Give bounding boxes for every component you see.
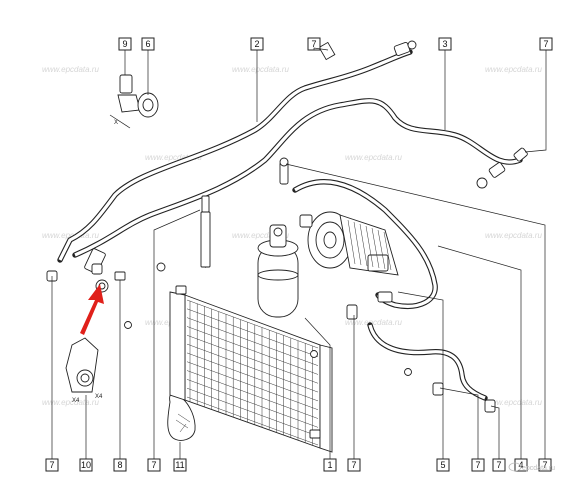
- pipe-lower-hose: [367, 322, 488, 401]
- compressor-rib: [365, 225, 374, 268]
- condenser-fin: [186, 396, 319, 446]
- callout-b1: 1: [323, 458, 337, 472]
- leader-b7b: [153, 209, 201, 459]
- condenser-fin: [186, 352, 319, 402]
- callout-c6: 6: [141, 37, 155, 51]
- condenser-fins: [186, 299, 319, 446]
- callout-label: 7: [151, 460, 156, 470]
- callout-label: 11: [175, 460, 184, 470]
- callout-b10: 10: [79, 458, 93, 472]
- compressor-rib: [377, 229, 386, 270]
- pressure-switch-detail: X: [109, 74, 159, 129]
- condenser-fin: [186, 370, 319, 419]
- compressor-rib: [371, 227, 380, 269]
- callout-label: 7: [351, 460, 356, 470]
- watermark: www.epcdata.ru: [345, 153, 402, 162]
- pipe-high-pressure-line: [57, 49, 413, 263]
- x4-right-tag: X4: [95, 394, 103, 400]
- callout-b7c: 7: [347, 458, 361, 472]
- condenser-fin: [186, 326, 319, 375]
- x-mark: X: [114, 120, 118, 126]
- callout-label: 5: [440, 460, 445, 470]
- condenser: [169, 285, 333, 453]
- watermark: www.epcdata.ru: [145, 153, 202, 162]
- callout-label: 7: [542, 460, 547, 470]
- compressor-rib: [347, 219, 356, 265]
- leader-b7d: [439, 387, 479, 459]
- callout-b7e: 7: [492, 458, 506, 472]
- watermark: www.epcdata.ru: [42, 65, 99, 74]
- callout-b8: 8: [113, 458, 127, 472]
- leader-c7b: [524, 50, 547, 153]
- callout-label: 2: [254, 39, 259, 49]
- pipe-low-pressure-line: [72, 98, 523, 258]
- watermark: www.epcdata.ru: [485, 398, 542, 407]
- compressor-ribs: [347, 219, 392, 271]
- left-fitting-cluster: [84, 248, 126, 293]
- callout-label: 7: [475, 460, 480, 470]
- callout-label: 7: [543, 39, 548, 49]
- callout-c9: 9: [118, 37, 132, 51]
- callout-label: 6: [145, 39, 150, 49]
- callout-label: 1: [327, 460, 332, 470]
- callout-b11: 11: [173, 458, 187, 472]
- watermark: www.epcdata.ru: [345, 318, 402, 327]
- callout-b7d: 7: [471, 458, 485, 472]
- compressor-rib: [383, 231, 392, 271]
- corner-logo: epcdata.ru: [508, 462, 555, 472]
- watermark: www.epcdata.ru: [42, 398, 99, 407]
- callout-label: 10: [81, 460, 91, 470]
- compressor-rib: [359, 223, 368, 267]
- condenser-fin: [186, 379, 319, 428]
- leader-c7a: [313, 47, 329, 51]
- callout-b7b: 7: [147, 458, 161, 472]
- bolt-group: [46, 195, 496, 413]
- callout-c2: 2: [250, 37, 264, 51]
- callout-label: 8: [117, 460, 122, 470]
- callout-label: 4: [518, 460, 523, 470]
- callout-label: 9: [122, 39, 127, 49]
- leader-b5: [397, 291, 444, 459]
- leader-b4: [437, 245, 522, 459]
- watermark: www.epcdata.ru: [485, 65, 542, 74]
- leader-lines: [51, 47, 547, 459]
- watermark: www.epcdata.ru: [485, 231, 542, 240]
- leader-b7e: [490, 405, 500, 459]
- ac-compressor: [299, 211, 399, 303]
- clip-markers: [124, 262, 412, 376]
- condenser-fin: [186, 308, 319, 358]
- pipe-compressor-hose: [292, 179, 438, 309]
- x4-left-tag: X4: [72, 398, 80, 404]
- condenser-fin: [186, 343, 319, 393]
- callout-b4: 4: [514, 458, 528, 472]
- condenser-fin: [186, 335, 319, 384]
- watermark: www.epcdata.ru: [232, 231, 289, 240]
- leader-b1: [304, 317, 331, 459]
- corner-mark: epcdata.ru: [522, 465, 555, 472]
- callout-b5: 5: [436, 458, 450, 472]
- leader-b7f: [285, 163, 546, 459]
- watermark: www.epcdata.ru: [232, 65, 289, 74]
- compressor-rib: [353, 221, 362, 266]
- highlight-arrow: [80, 284, 104, 335]
- callout-label: 7: [496, 460, 501, 470]
- condenser-fin: [186, 361, 319, 410]
- condenser-fin: [186, 387, 319, 437]
- callouts-top: 9 6 2 7 3 7: [118, 37, 553, 51]
- callout-label: 7: [311, 39, 316, 49]
- fitting-group-top: [279, 40, 528, 189]
- receiver-drier: [257, 224, 299, 318]
- o-ring-kit: X4 X4: [65, 337, 103, 404]
- callout-c3: 3: [438, 37, 452, 51]
- watermark: www.epcdata.ru: [42, 231, 99, 240]
- callout-b7a: 7: [45, 458, 59, 472]
- condenser-fin: [186, 299, 319, 349]
- callout-c7b: 7: [539, 37, 553, 51]
- callout-label: 3: [442, 39, 447, 49]
- condenser-fin: [186, 317, 319, 366]
- callout-label: 7: [49, 460, 54, 470]
